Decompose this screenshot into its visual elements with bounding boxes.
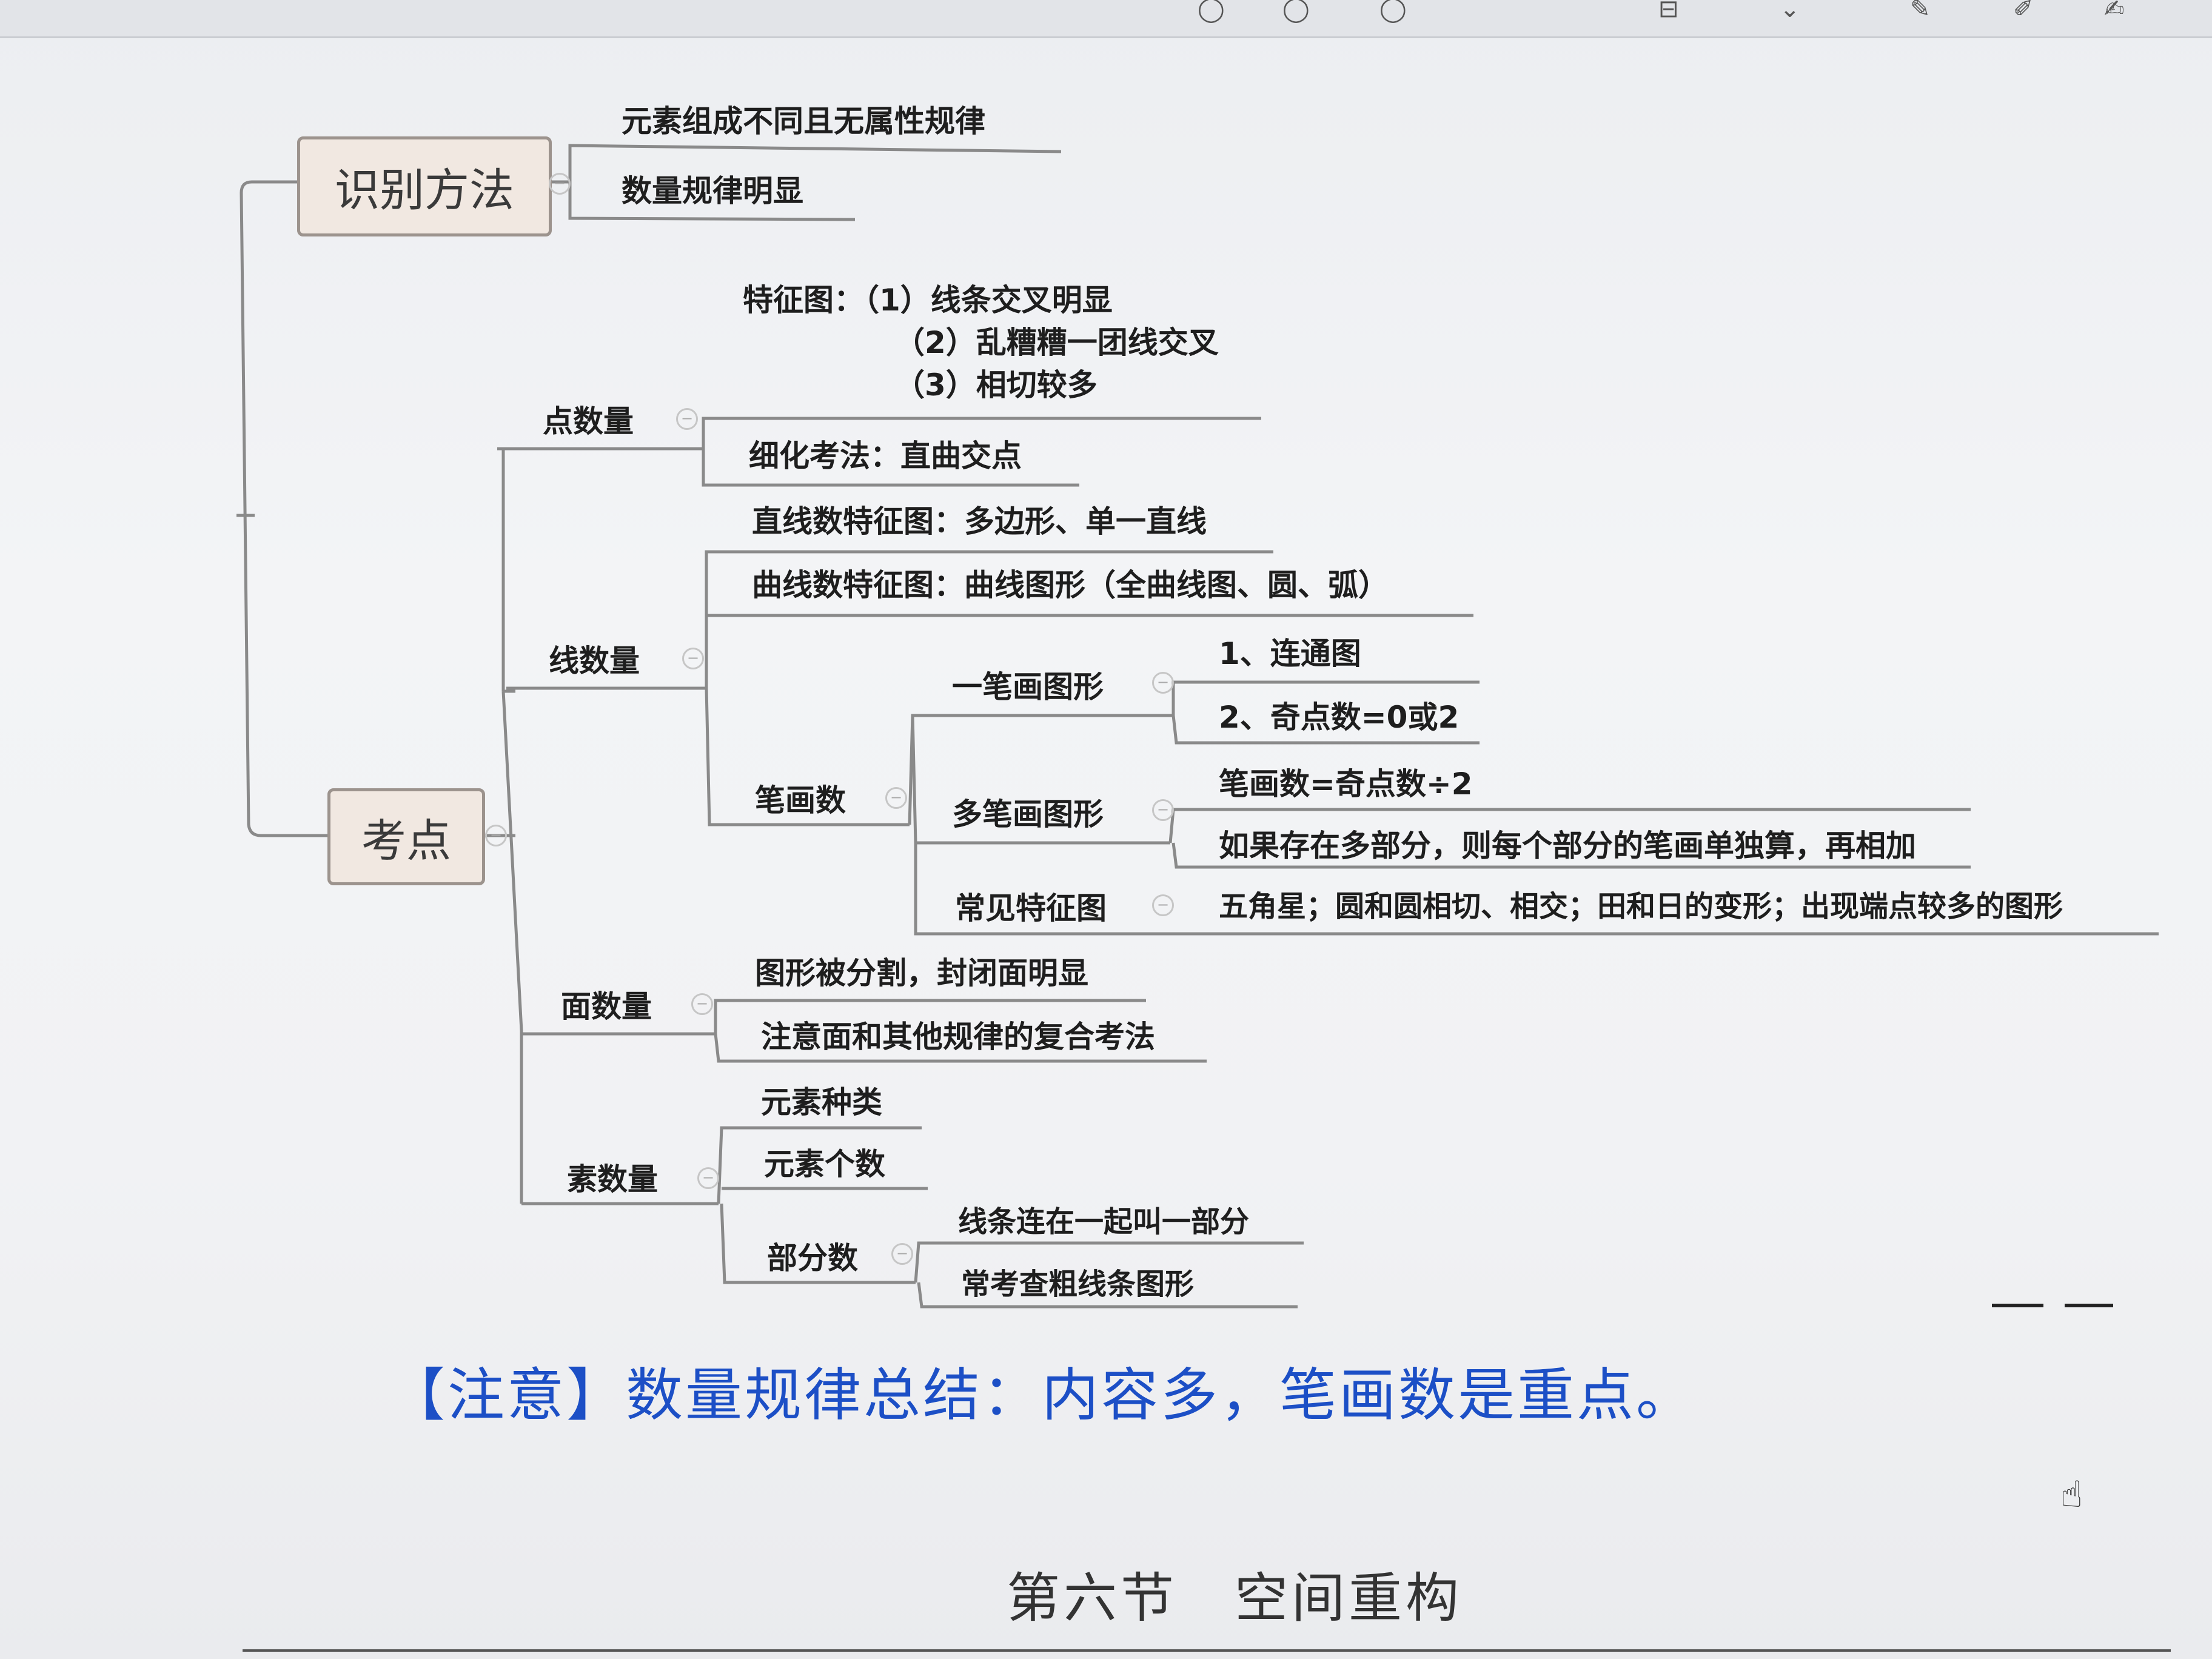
pin-icon[interactable]: ⌄ (1780, 0, 1800, 23)
toolbar-circle-icon[interactable]: ◯ (1282, 0, 1310, 23)
node-parts-count[interactable]: 部分数 (767, 1241, 858, 1276)
collapse-icon[interactable]: − (676, 408, 698, 430)
node-common-feature-item[interactable]: 五角星；圆和圆相切、相交；田和日的变形；出现端点较多的图形 (1219, 890, 2063, 923)
node-multi-stroke[interactable]: 多笔画图形 (952, 797, 1104, 832)
node-element-item[interactable]: 元素个数 (764, 1147, 885, 1182)
node-one-stroke-item[interactable]: 2、奇点数=0或2 (1219, 700, 1460, 735)
node-stroke-count[interactable]: 笔画数 (755, 783, 846, 818)
node-common-feature[interactable]: 常见特征图 (955, 891, 1107, 926)
node-point-feature-1[interactable]: 特征图：（1）线条交叉明显 (743, 283, 1113, 318)
node-parts-item[interactable]: 常考查粗线条图形 (961, 1267, 1195, 1301)
divider (2065, 1304, 2113, 1307)
node-parts-item[interactable]: 线条连在一起叫一部分 (958, 1205, 1250, 1239)
toolbar-circle-icon[interactable]: ◯ (1198, 0, 1225, 23)
node-face-item[interactable]: 注意面和其他规律的复合考法 (761, 1019, 1155, 1054)
collapse-icon[interactable]: − (485, 825, 507, 846)
highlighter-icon[interactable]: ✐ (2013, 0, 2034, 23)
collapse-icon[interactable]: − (891, 1243, 913, 1265)
toolbar: ◯ ◯ ◯ ⊟ ⌄ ✎ ✐ ✍ (0, 0, 2212, 38)
node-straight-line-feature[interactable]: 直线数特征图：多边形、单一直线 (752, 504, 1207, 539)
root-node-label: 考点 (361, 814, 451, 867)
note-text: 【注意】数量规律总结：内容多，笔画数是重点。 (388, 1362, 1696, 1429)
node-face-item[interactable]: 图形被分割，封闭面明显 (755, 956, 1088, 991)
pen-icon[interactable]: ✎ (1910, 0, 1931, 23)
node-point-detail[interactable]: 细化考法：直曲交点 (749, 438, 1022, 474)
node-elements-composition[interactable]: 元素组成不同且无属性规律 (622, 104, 985, 139)
section-underline (243, 1649, 2171, 1652)
collapse-icon[interactable]: − (697, 1167, 719, 1189)
collapse-icon[interactable]: − (1152, 799, 1174, 821)
edit-icon[interactable]: ✍ (2104, 0, 2125, 23)
node-curve-feature[interactable]: 曲线数特征图：曲线图形（全曲线图、圆、弧） (752, 568, 1389, 603)
collapse-icon[interactable]: − (885, 787, 907, 809)
node-point-feature-2: （2）乱糟糟一团线交叉 (894, 325, 1219, 360)
node-element-item[interactable]: 元素种类 (761, 1085, 882, 1120)
collapse-icon[interactable]: − (549, 173, 571, 195)
fit-width-icon[interactable]: ⊟ (1658, 0, 1679, 23)
node-point-count[interactable]: 点数量 (543, 404, 634, 439)
node-multi-stroke-item[interactable]: 如果存在多部分，则每个部分的笔画单独算，再相加 (1219, 828, 1916, 863)
root-node-exam-points[interactable]: 考点 (327, 788, 485, 885)
node-multi-stroke-item[interactable]: 笔画数=奇点数÷2 (1219, 766, 1473, 802)
node-face-count[interactable]: 面数量 (561, 989, 652, 1024)
node-quantity-obvious[interactable]: 数量规律明显 (622, 173, 803, 209)
node-one-stroke[interactable]: 一笔画图形 (952, 669, 1104, 705)
collapse-icon[interactable]: − (682, 648, 704, 669)
divider (1992, 1304, 2043, 1307)
section-title: 第六节 空间重构 (1007, 1567, 1463, 1629)
node-one-stroke-item[interactable]: 1、连通图 (1219, 636, 1361, 671)
node-point-feature-3: （3）相切较多 (894, 367, 1098, 403)
collapse-icon[interactable]: − (691, 993, 713, 1015)
node-element-count[interactable]: 素数量 (567, 1162, 658, 1197)
hand-cursor-icon: ☝ (2060, 1473, 2083, 1516)
toolbar-circle-icon[interactable]: ◯ (1379, 0, 1407, 23)
root-node-identify[interactable]: 识别方法 (297, 136, 552, 236)
node-line-count[interactable]: 线数量 (549, 643, 640, 679)
collapse-icon[interactable]: − (1152, 894, 1174, 916)
root-node-label: 识别方法 (335, 164, 514, 216)
collapse-icon[interactable]: − (1152, 672, 1174, 694)
